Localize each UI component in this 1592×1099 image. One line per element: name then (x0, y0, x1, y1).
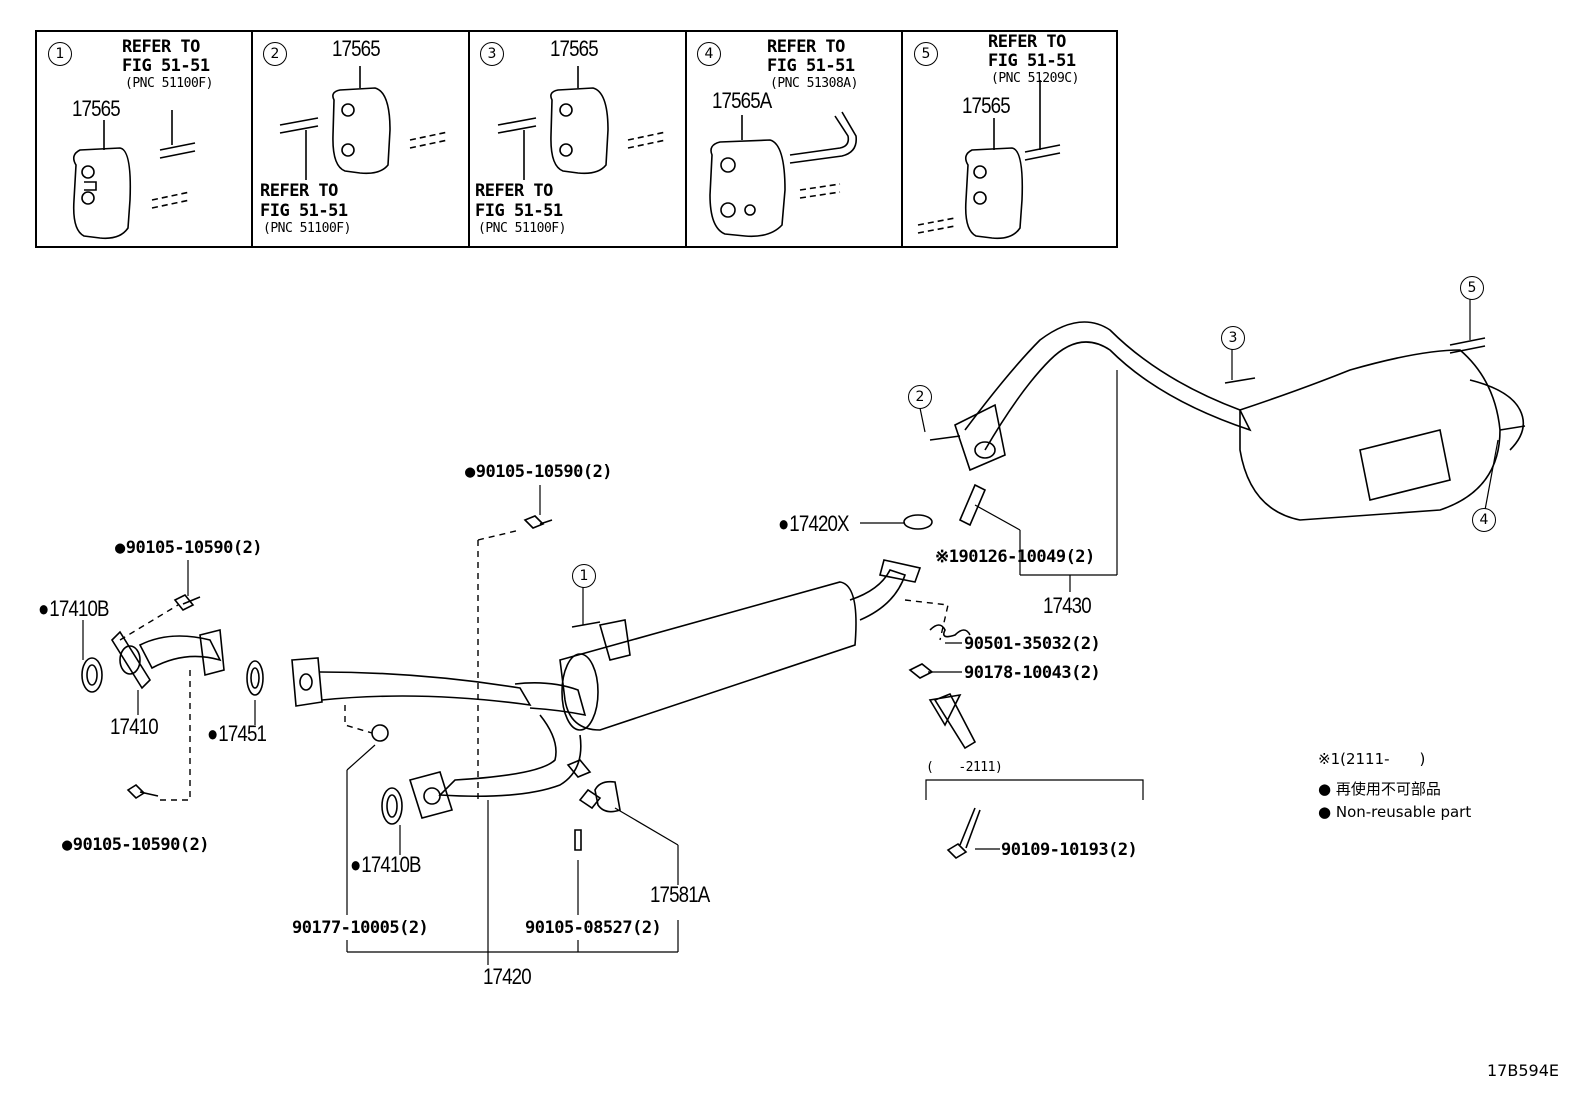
bolt-90109-art (946, 807, 981, 860)
center-pipe-17420-art (291, 515, 922, 851)
panel5-part: 17565 (962, 93, 1011, 118)
label-nut-90177: 90177-10005(2) (292, 918, 429, 938)
panel4-refer: REFER TO (767, 37, 845, 57)
label-gasket-17410B-bottom: 17410B (350, 854, 421, 876)
panel2-hanger (279, 66, 449, 180)
front-pipe-17410-art (81, 593, 264, 800)
label-gasket-17420X: 17420X (778, 513, 849, 535)
label-spring-90501: 90501-35032(2) (964, 634, 1101, 654)
panel3-refer: REFER TO (475, 181, 553, 201)
legend-note: ※1(2111- ) (1318, 750, 1426, 768)
label-pipe-17410: 17410 (110, 714, 159, 739)
panel4-pnc: (PNC 51308A) (770, 76, 858, 91)
panel5-hanger (917, 80, 1061, 240)
label-tailpipe-17430: 17430 (1043, 593, 1092, 618)
panel4-callout: 4 (697, 42, 721, 66)
label-gasket-17451: 17451 (207, 723, 267, 745)
callout-5: 5 (1460, 276, 1484, 300)
panel4-hanger (709, 111, 858, 238)
panel3-pnc: (PNC 51100F) (478, 221, 566, 236)
panel5-callout: 5 (914, 42, 938, 66)
legend-en: ● Non-reusable part (1318, 803, 1471, 821)
callout-4: 4 (1472, 508, 1496, 532)
panel4-fig: FIG 51-51 (767, 56, 855, 76)
label-stud-190126: ※190126-10049(2) (935, 547, 1095, 567)
label-range: ( -2111) (926, 760, 1003, 775)
panel1-hanger (72, 110, 196, 240)
leader-lines (82, 298, 1499, 965)
dashed-connectors (119, 529, 949, 801)
callout-2: 2 (908, 385, 932, 409)
tail-pipe-17430-art (903, 321, 1526, 679)
legend-dot-icon: ● (1318, 780, 1336, 798)
legend-dot-icon: ● (1318, 803, 1336, 821)
panel1-part: 17565 (72, 96, 121, 121)
inset-frame (35, 30, 1118, 248)
callout-3: 3 (1221, 326, 1245, 350)
panel2-refer: REFER TO (260, 181, 338, 201)
label-bolt-top: 90105-10590(2) (465, 464, 613, 481)
panel1-refer: REFER TO (122, 37, 200, 57)
label-bolt-left-bottom: 90105-10590(2) (62, 837, 210, 854)
panel2-part: 17565 (332, 36, 381, 61)
label-bolt-90109: 90109-10193(2) (1001, 840, 1138, 860)
legend-jp: ● 再使用不可部品 (1318, 778, 1441, 799)
panel2-pnc: (PNC 51100F) (263, 221, 351, 236)
label-pipe-17420: 17420 (483, 964, 532, 989)
figure-code: 17B594E (1487, 1061, 1559, 1080)
label-bolt-90105-08527: 90105-08527(2) (525, 918, 662, 938)
panel3-fig: FIG 51-51 (475, 201, 563, 221)
panel2-callout: 2 (263, 42, 287, 66)
panel3-hanger (497, 66, 667, 180)
panel5-pnc: (PNC 51209C) (991, 71, 1079, 86)
panel4-part: 17565A (712, 88, 772, 113)
direction-arrow (928, 692, 977, 750)
label-nut-90178: 90178-10043(2) (964, 663, 1101, 683)
panel5-fig: FIG 51-51 (988, 51, 1076, 71)
panel1-pnc: (PNC 51100F) (125, 76, 213, 91)
panel2-fig: FIG 51-51 (260, 201, 348, 221)
legend-jp-text: 再使用不可部品 (1335, 780, 1441, 798)
panel5-refer: REFER TO (988, 32, 1066, 52)
label-hanger-17581A: 17581A (650, 882, 710, 907)
label-gasket-17410B-top: 17410B (38, 598, 109, 620)
panel1-callout: 1 (48, 42, 72, 66)
panel3-callout: 3 (480, 42, 504, 66)
label-bolt-left-top: 90105-10590(2) (115, 540, 263, 557)
panel1-fig: FIG 51-51 (122, 56, 210, 76)
panel3-part: 17565 (550, 36, 599, 61)
callout-1: 1 (572, 564, 596, 588)
legend-en-text: Non-reusable part (1335, 803, 1472, 821)
